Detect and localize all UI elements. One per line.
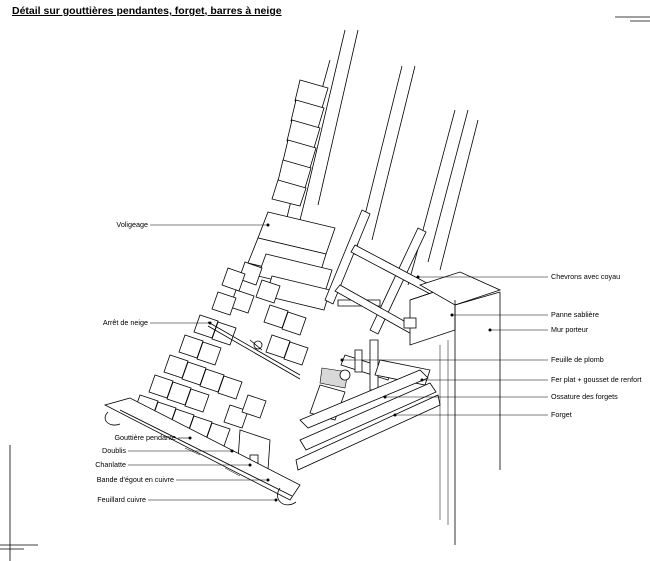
eave-timber (237, 369, 441, 471)
leaders-right (340, 275, 548, 417)
label-gouttiere: Gouttière pendante (114, 433, 176, 442)
label-arret-neige: Arrêt de neige (102, 318, 148, 327)
leaders-left (128, 223, 278, 502)
corner-marks (0, 16, 650, 561)
label-voligeage: Voligeage (116, 220, 148, 229)
label-mur: Mur porteur (551, 325, 589, 334)
label-feuillard: Feuillard cuivre (97, 495, 146, 504)
wall-plate-and-wall (403, 271, 502, 545)
hanging-gutter (103, 397, 301, 506)
label-fer-plat: Fer plat + gousset de renfort (551, 375, 642, 384)
label-chanlatte: Chanlatte (95, 460, 126, 469)
sheathing-boards (247, 211, 336, 311)
label-forget: Forget (551, 410, 572, 419)
diagram-title: Détail sur gouttières pendantes, forget,… (12, 5, 282, 17)
upper-slates (271, 79, 329, 207)
timber-frame (324, 209, 441, 391)
label-chevrons: Chevrons avec coyau (551, 272, 621, 281)
label-panne: Panne sablière (551, 310, 599, 319)
label-plomb: Feuille de plomb (551, 355, 604, 364)
label-ossature: Ossature des forgets (551, 392, 618, 401)
label-bande-egout: Bande d'égout en cuivre (96, 475, 174, 484)
snow-guard (207, 321, 301, 380)
label-doublis: Doublis (102, 446, 126, 455)
